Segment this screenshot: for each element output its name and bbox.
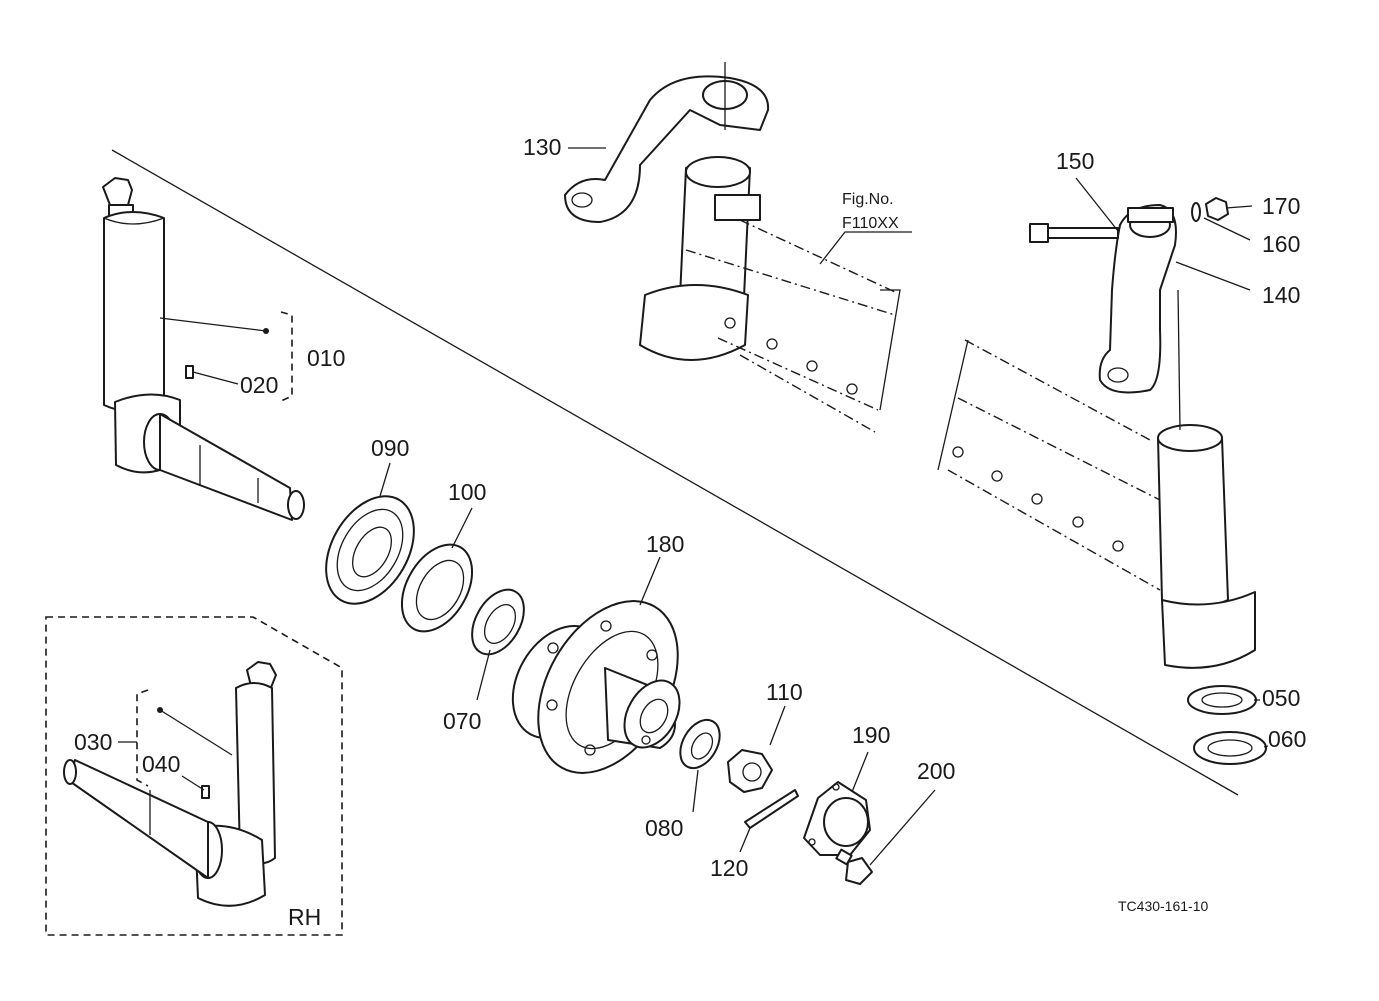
washer-160 [1191, 202, 1201, 222]
rh-inset-frame [45, 616, 343, 936]
callout-040: 040 [142, 751, 180, 777]
figure-ref-line1: Fig.No. [842, 191, 894, 208]
callout-070: 070 [443, 708, 481, 734]
oil-seal-090 [325, 495, 415, 605]
thrust-washer-050 [1187, 685, 1257, 715]
callout-080: 080 [645, 815, 683, 841]
callout-020: 020 [240, 372, 278, 398]
steering-arm-130 [564, 62, 770, 223]
callout-180: 180 [646, 531, 684, 557]
callout-120: 120 [710, 855, 748, 881]
callout-150: 150 [1056, 148, 1094, 174]
rh-inset-label: RH [288, 904, 321, 930]
drawing-code: TC430-161-10 [1118, 898, 1208, 914]
bracket-030 [136, 689, 149, 787]
bearing-100 [400, 543, 474, 633]
bearing-080 [679, 718, 721, 770]
knuckle-arm-rh [63, 661, 277, 907]
assembly-centerline [111, 149, 1239, 796]
callout-190: 190 [852, 722, 890, 748]
callout-140: 140 [1262, 282, 1300, 308]
axle-beam-right-end [1157, 424, 1256, 669]
steering-arm-140 [1098, 204, 1177, 394]
callout-110: 110 [766, 679, 803, 705]
hub-cap-190 [803, 781, 871, 856]
callout-160: 160 [1262, 231, 1300, 257]
plug-200 [835, 848, 873, 885]
callout-050: 050 [1262, 685, 1300, 711]
bearing-070 [471, 588, 525, 656]
callout-030: 030 [74, 729, 112, 755]
callout-200: 200 [917, 758, 955, 784]
figure-ref-line2: F110XX [842, 215, 899, 232]
bolt-150 [1029, 223, 1119, 243]
callout-060: 060 [1268, 726, 1306, 752]
callout-170: 170 [1262, 193, 1300, 219]
nut-170 [1205, 197, 1229, 221]
bracket-010 [280, 311, 293, 402]
callout-100: 100 [448, 479, 486, 505]
callout-090: 090 [371, 435, 409, 461]
callout-010: 010 [307, 345, 345, 371]
shim-060 [1193, 731, 1267, 765]
callout-130: 130 [523, 134, 561, 160]
axle-beam-left-end [639, 156, 761, 361]
castle-nut-110 [727, 749, 773, 793]
wheel-hub-180 [511, 600, 681, 774]
cotter-pin-120 [744, 789, 799, 829]
knuckle-arm-lh [102, 177, 305, 521]
